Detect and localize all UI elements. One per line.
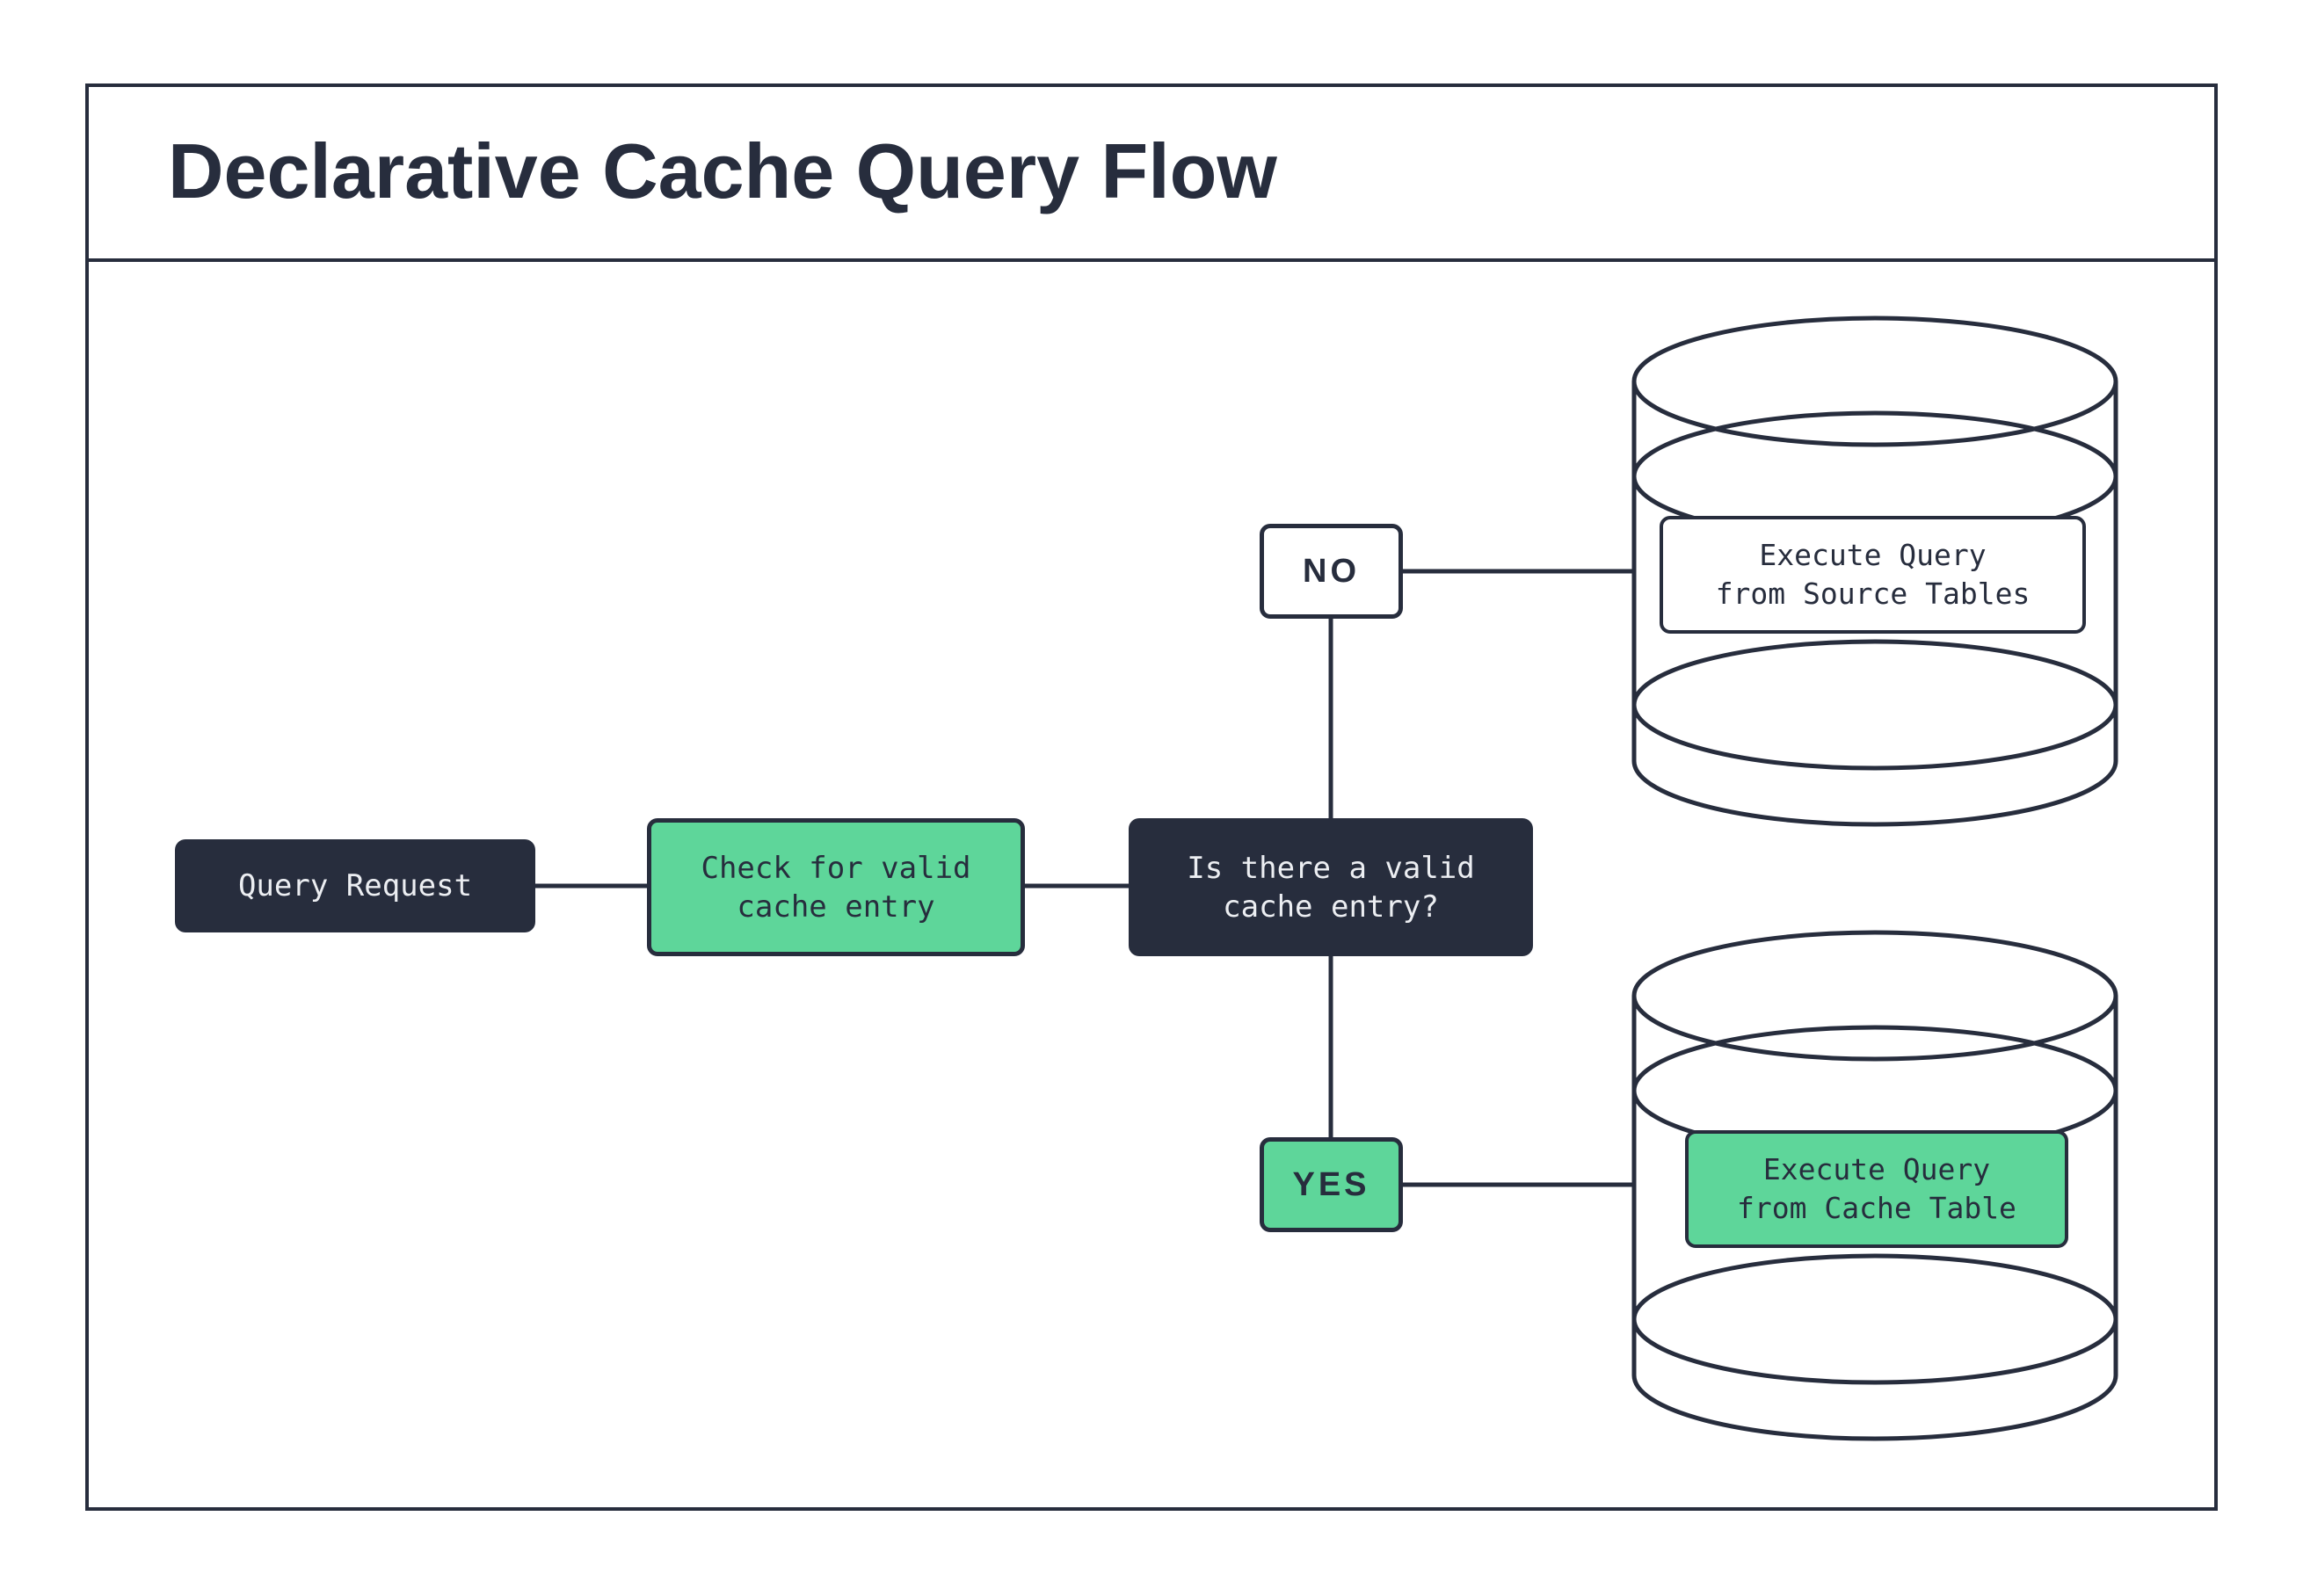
branch-label-no: NO: [1260, 524, 1403, 619]
page-title: Declarative Cache Query Flow: [168, 127, 1277, 214]
diagram-header: Declarative Cache Query Flow: [85, 83, 2218, 262]
connector-lines: [535, 569, 1635, 1187]
node-check-cache: Check for valid cache entry: [647, 818, 1025, 956]
node-query-request: Query Request: [175, 839, 535, 932]
node-execute-source-tables: Execute Query from Source Tables: [1660, 516, 2086, 634]
node-execute-cache-table: Execute Query from Cache Table: [1685, 1130, 2068, 1248]
node-decision-valid-cache: Is there a valid cache entry?: [1129, 818, 1533, 956]
branch-label-yes: YES: [1260, 1137, 1403, 1232]
